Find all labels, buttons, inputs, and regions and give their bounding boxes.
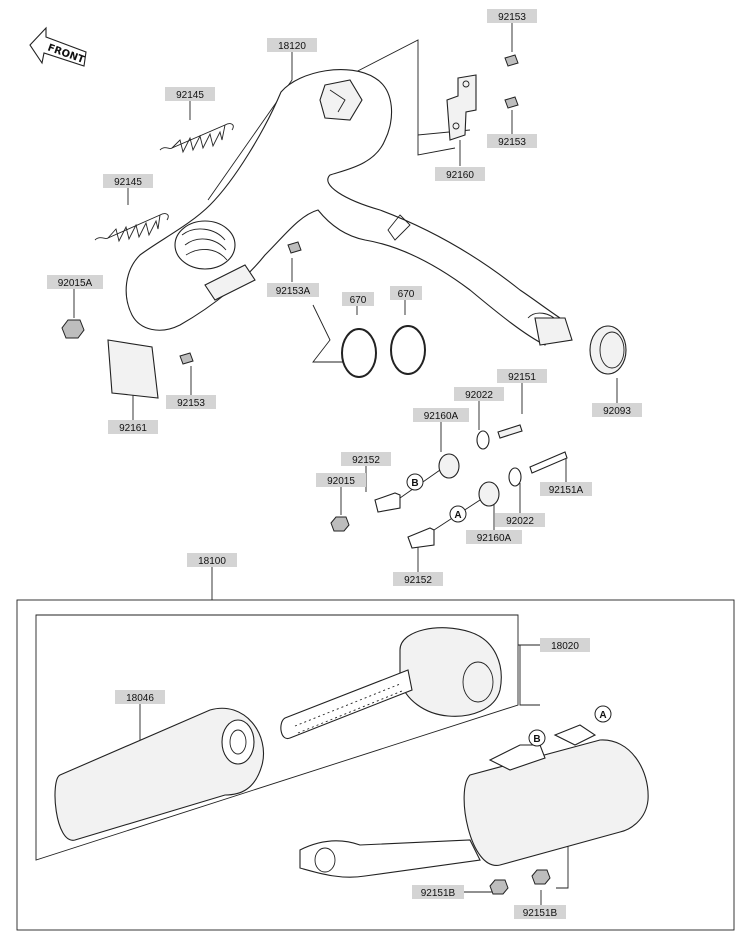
part-label-92152-a: 92152 — [341, 452, 391, 466]
svg-text:92022: 92022 — [506, 516, 534, 527]
svg-text:92151B: 92151B — [421, 888, 456, 899]
svg-text:92145: 92145 — [176, 90, 204, 101]
part-label-92151b-a: 92151B — [412, 885, 464, 899]
front-arrow-icon: FRONT — [29, 26, 87, 67]
svg-text:92015A: 92015A — [58, 278, 93, 289]
muffler-packing — [54, 707, 264, 841]
svg-text:92145: 92145 — [114, 177, 142, 188]
svg-text:92151A: 92151A — [549, 485, 584, 496]
part-label-92151b-b: 92151B — [514, 905, 566, 919]
part-label-92160: 92160 — [435, 167, 485, 181]
bolt-92153a-icon — [287, 241, 302, 254]
svg-text:18046: 18046 — [126, 693, 154, 704]
svg-text:92153A: 92153A — [276, 286, 311, 297]
mounting-bracket — [446, 54, 519, 141]
part-label-18046: 18046 — [115, 690, 165, 704]
svg-text:92152: 92152 — [352, 455, 380, 466]
svg-text:18120: 18120 — [278, 41, 306, 52]
svg-text:92152: 92152 — [404, 575, 432, 586]
callout-a-lower: A — [594, 705, 612, 723]
part-label-92151a: 92151A — [540, 482, 592, 496]
svg-text:92153: 92153 — [498, 12, 526, 23]
springs — [94, 123, 234, 243]
part-label-670-b: 670 — [390, 286, 422, 300]
part-label-92015a: 92015A — [47, 275, 103, 289]
svg-text:92161: 92161 — [119, 423, 147, 434]
part-label-92151: 92151 — [497, 369, 547, 383]
svg-text:92015: 92015 — [327, 476, 355, 487]
svg-text:A: A — [599, 710, 606, 721]
o-rings — [341, 325, 426, 378]
silencer-insert-frame — [35, 614, 519, 861]
part-label-92022-a: 92022 — [454, 387, 504, 401]
part-label-92160a-a: 92160A — [413, 408, 469, 422]
svg-text:18020: 18020 — [551, 641, 579, 652]
svg-text:92151B: 92151B — [523, 908, 558, 919]
part-label-670-a: 670 — [342, 292, 374, 306]
part-label-92093: 92093 — [592, 403, 642, 417]
heat-shield-plate — [61, 319, 194, 399]
svg-text:92151: 92151 — [508, 372, 536, 383]
part-label-92145-a: 92145 — [165, 87, 215, 101]
exhaust-pipe — [125, 69, 573, 346]
muffler-end-cap — [280, 627, 502, 739]
muffler-body — [299, 724, 649, 895]
muffler-assembly-frame — [16, 599, 735, 931]
svg-text:670: 670 — [350, 295, 367, 306]
callout-a-upper: A — [449, 505, 467, 523]
part-label-18120: 18120 — [267, 38, 317, 52]
part-label-18100: 18100 — [187, 553, 237, 567]
pipe-joint — [589, 325, 627, 375]
part-label-18020: 18020 — [540, 638, 590, 652]
part-label-92153-b: 92153 — [487, 134, 537, 148]
svg-text:B: B — [411, 478, 418, 489]
part-label-92160a-b: 92160A — [466, 530, 522, 544]
part-label-92161: 92161 — [108, 420, 158, 434]
part-label-92022-b: 92022 — [495, 513, 545, 527]
callout-b-lower: B — [528, 729, 546, 747]
svg-text:92022: 92022 — [465, 390, 493, 401]
svg-text:92160A: 92160A — [424, 411, 459, 422]
part-label-92153-a: 92153 — [487, 9, 537, 23]
svg-text:18100: 18100 — [198, 556, 226, 567]
svg-text:92160: 92160 — [446, 170, 474, 181]
part-label-92153a: 92153A — [267, 283, 319, 297]
svg-text:92093: 92093 — [603, 406, 631, 417]
svg-text:92153: 92153 — [177, 398, 205, 409]
part-label-92153-c: 92153 — [166, 395, 216, 409]
part-label-92152-b: 92152 — [393, 572, 443, 586]
fasteners — [330, 424, 568, 549]
part-label-92015: 92015 — [316, 473, 366, 487]
svg-text:A: A — [454, 510, 461, 521]
part-label-92145-b: 92145 — [103, 174, 153, 188]
svg-text:B: B — [533, 734, 540, 745]
svg-text:92153: 92153 — [498, 137, 526, 148]
svg-text:92160A: 92160A — [477, 533, 512, 544]
callout-b-upper: B — [406, 473, 424, 491]
svg-text:670: 670 — [398, 289, 415, 300]
